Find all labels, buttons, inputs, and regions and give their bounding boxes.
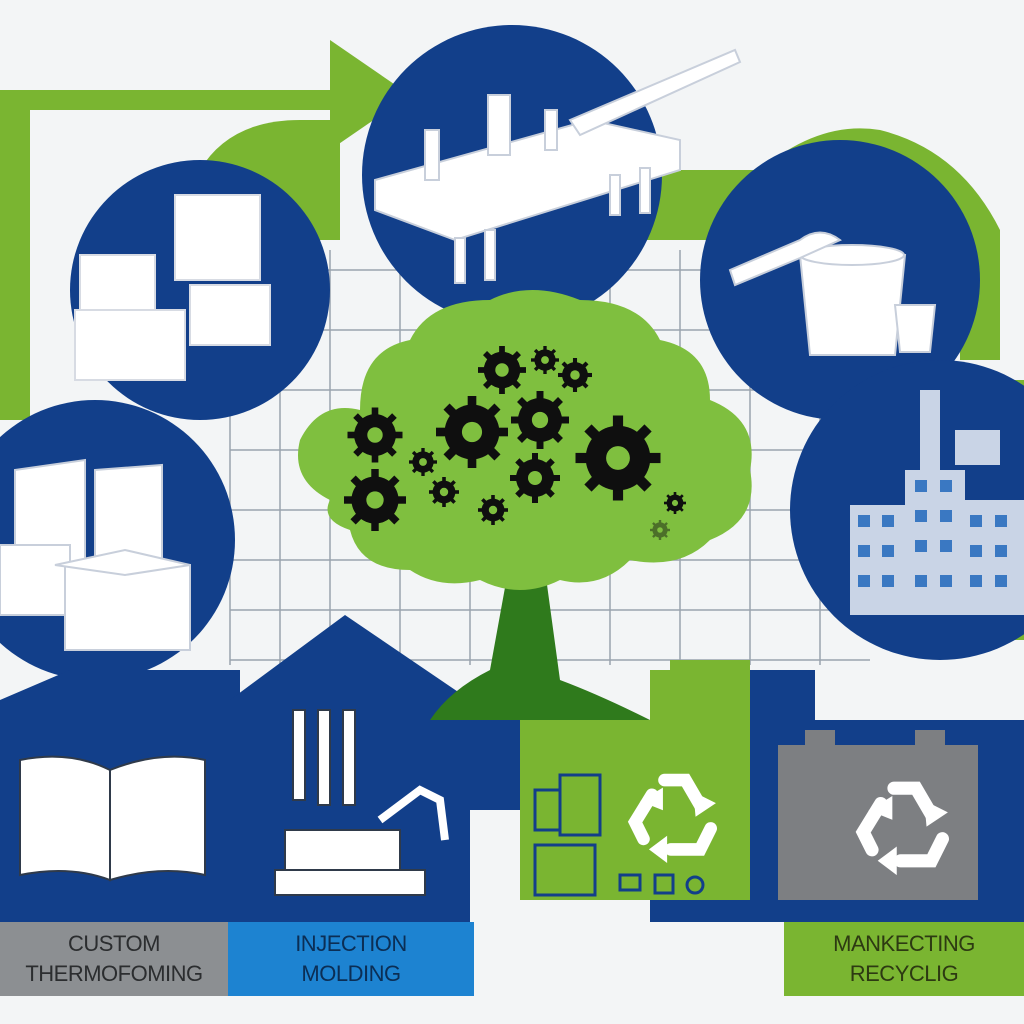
gear-icon [510,453,560,503]
cup-icon [728,231,937,356]
label-line: MOLDING [301,961,401,986]
recycling-bin-icon [778,730,978,900]
gear-icon [575,415,661,501]
gear-icon [531,346,559,374]
extrusion-machine-icon [374,48,742,284]
gear-icon [558,358,592,392]
design-circle [0,400,235,680]
label-line: MANKECTING [833,931,975,956]
gear-icon [344,469,406,531]
open-book-icon [19,755,206,882]
gear-icon [478,495,508,525]
label-line: RECYCLIG [849,961,959,986]
gear-icon [650,520,670,540]
label-injection-molding: INJECTION MOLDING [228,922,474,996]
computer-icon [0,458,191,651]
arrow-icon [0,40,410,420]
crates-circle [70,160,330,420]
label-line: INJECTION [295,931,407,956]
machine-circle [362,25,742,325]
label-line: THERMOFOMING [25,961,203,986]
gear-icon [664,492,686,514]
book-panel [0,670,240,922]
gear-icon [347,407,403,463]
gear-icon [478,346,526,394]
factory-circle [790,360,1024,660]
gear-icon [511,391,569,449]
gear-icon [429,477,459,507]
injection-panel [230,615,520,922]
label-custom-thermoforming: CUSTOM THERMOFOMING [0,922,228,996]
devices-icon [533,773,705,897]
label-marketing-recycling: MANKECTING RECYCLIG [784,922,1024,996]
cups-circle [700,140,980,420]
gear-icon [436,396,508,468]
injection-machine-icon [274,709,449,896]
crate-icon [74,194,271,381]
label-line: CUSTOM [68,931,160,956]
gear-icon [409,448,437,476]
